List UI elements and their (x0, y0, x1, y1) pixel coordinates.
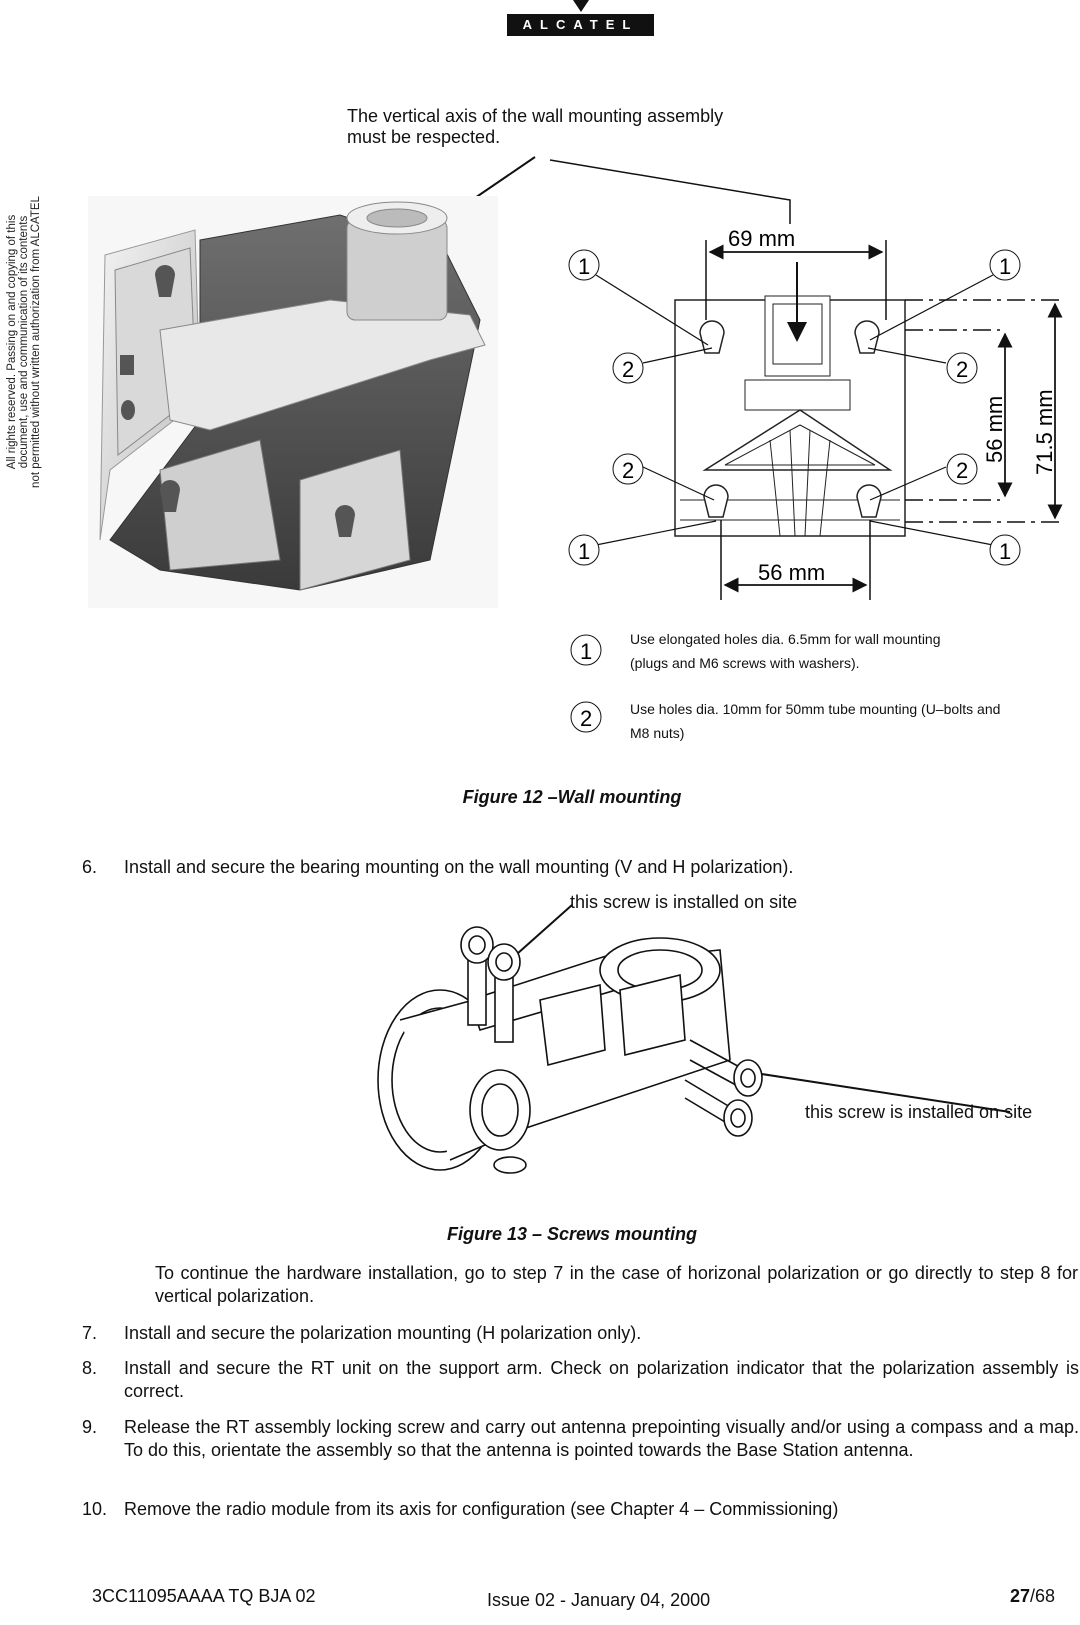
dim-inner-vertical-label: 56 mm (982, 396, 1007, 463)
marker-2: 2 (946, 453, 978, 485)
legend-item-line: Use elongated holes dia. 6.5mm for wall … (630, 631, 941, 647)
step-number: 6. (82, 857, 98, 877)
callout-leaders (595, 274, 994, 546)
svg-text:2: 2 (956, 458, 968, 483)
svg-text:2: 2 (956, 357, 968, 382)
marker-1: 1 (568, 249, 600, 281)
marker-1: 1 (989, 534, 1021, 566)
axis-leader-line-right (549, 159, 791, 224)
logo-triangle-icon (573, 0, 589, 12)
step-text: Install and secure the RT unit on the su… (124, 1358, 1079, 1401)
legend-item-line: Use holes dia. 10mm for 50mm tube mounti… (630, 701, 1001, 717)
step-number: 7. (82, 1323, 98, 1343)
marker-1: 1 (568, 534, 600, 566)
step-number: 9. (82, 1417, 98, 1437)
footer-page-current: 27 (1010, 1586, 1031, 1606)
footer-issue: Issue 02 - January 04, 2000 (487, 1590, 711, 1610)
alcatel-logo: ALCATEL (507, 14, 654, 36)
step-text: Install and secure the bearing mounting … (124, 857, 794, 877)
footer-doc-ref: 3CC11095AAAA TQ BJA 02 (92, 1586, 316, 1606)
legend-item-line: (plugs and M6 screws with washers). (630, 655, 860, 671)
svg-text:1: 1 (999, 539, 1011, 564)
dim-outer-vertical-label: 71.5 mm (1032, 389, 1057, 475)
callout-markers: 1 1 2 2 2 2 1 1 (568, 249, 1021, 566)
step-number: 8. (82, 1358, 98, 1378)
bracket-front-view (674, 262, 906, 537)
svg-text:1: 1 (578, 539, 590, 564)
svg-text:2: 2 (622, 458, 634, 483)
figure-12-caption: Figure 12 –Wall mounting (462, 787, 682, 807)
step-text: Install and secure the polarization moun… (124, 1323, 642, 1343)
marker-2: 2 (612, 453, 644, 485)
legend-item-1: Use elongated holes dia. 6.5mm for wall … (630, 627, 1070, 675)
legend-marker-2: 2 (570, 701, 602, 733)
continue-note: To continue the hardware installation, g… (155, 1263, 1078, 1306)
step-text: Remove the radio module from its axis fo… (124, 1499, 839, 1519)
axis-note-line2: must be respected. (347, 127, 501, 147)
dimension-lines (705, 240, 1065, 600)
screws-mounting-figure (377, 904, 1011, 1174)
svg-text:2: 2 (580, 706, 592, 731)
legend-item-2: Use holes dia. 10mm for 50mm tube mounti… (630, 697, 1070, 745)
svg-text:1: 1 (578, 254, 590, 279)
axis-note: The vertical axis of the wall mounting a… (347, 106, 807, 148)
marker-2: 2 (612, 352, 644, 384)
footer-page-total: /68 (1030, 1586, 1056, 1606)
dim-bottom-label: 56 mm (758, 560, 825, 585)
svg-text:2: 2 (622, 357, 634, 382)
legend-marker-1: 1 (570, 634, 602, 666)
figure-13-caption: Figure 13 – Screws mounting (446, 1224, 698, 1244)
legend-item-line: M8 nuts) (630, 725, 685, 741)
svg-text:1: 1 (580, 639, 592, 664)
dim-top-label: 69 mm (728, 226, 795, 251)
bearing-mounting-illustration (377, 904, 1011, 1174)
screw-label-top: this screw is installed on site (570, 892, 798, 912)
marker-2: 2 (946, 352, 978, 384)
footer-page: 27/68 (1010, 1586, 1055, 1607)
axis-note-line1: The vertical axis of the wall mounting a… (347, 106, 724, 126)
wall-mounting-figure: 69 mm 56 mm 56 mm 71.5 mm 1 1 2 2 2 2 1 … (88, 156, 1065, 733)
bracket-3d-illustration (88, 196, 498, 608)
svg-text:1: 1 (999, 254, 1011, 279)
marker-1: 1 (989, 249, 1021, 281)
step-text: Release the RT assembly locking screw an… (124, 1417, 1079, 1460)
step-number: 10. (82, 1499, 108, 1519)
